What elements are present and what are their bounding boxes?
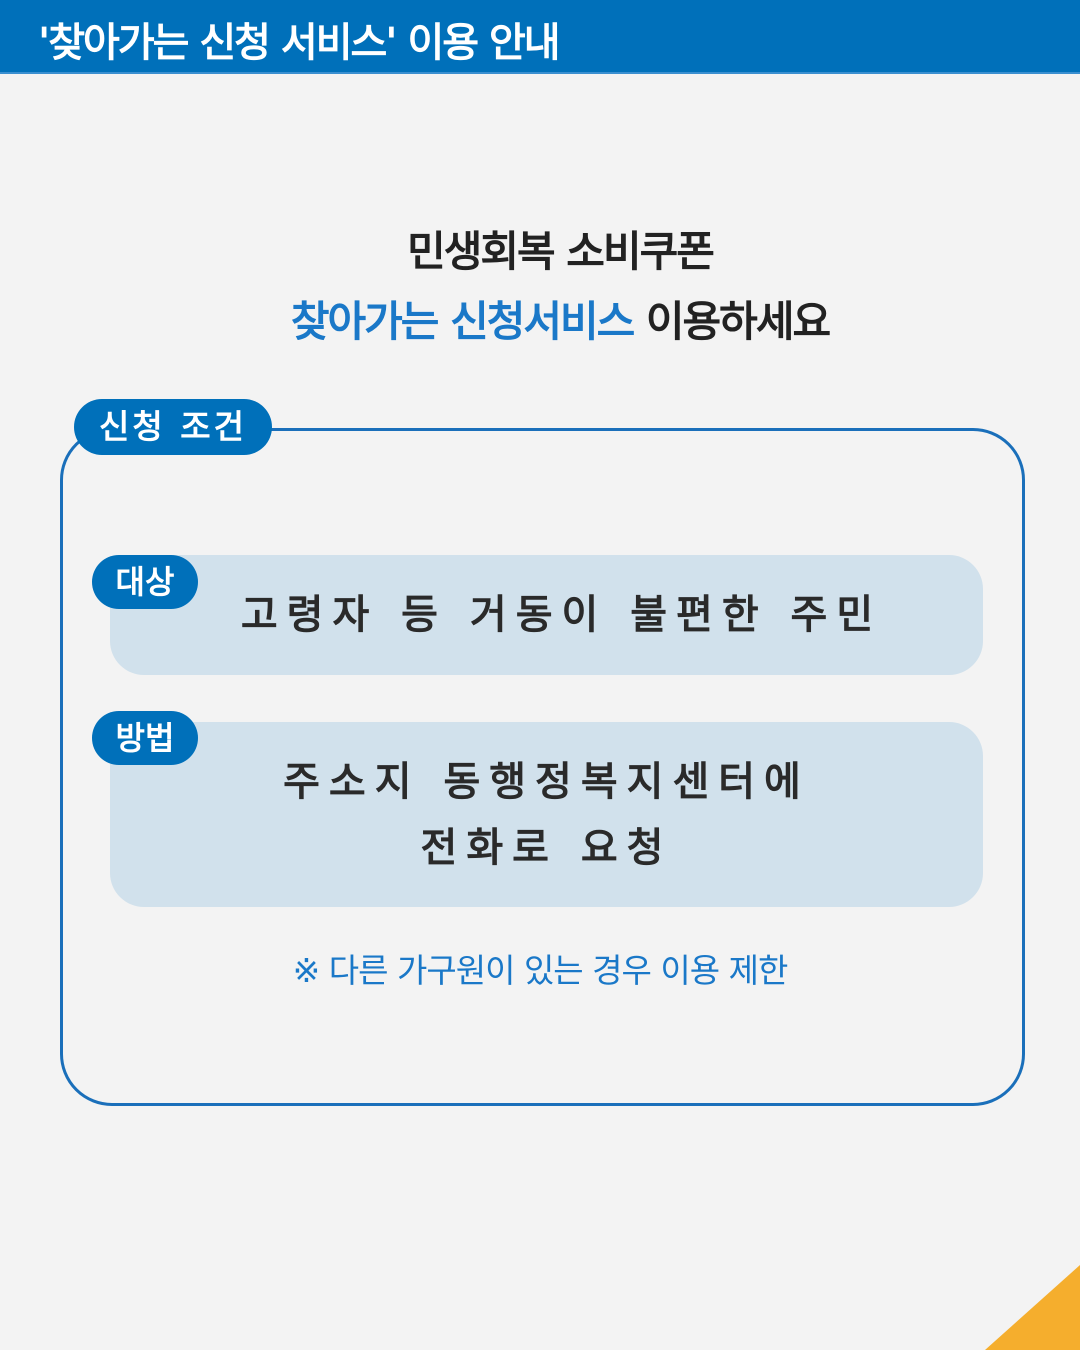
- header-title: '찾아가는 신청 서비스' 이용 안내: [38, 20, 561, 66]
- header-bar: '찾아가는 신청 서비스' 이용 안내: [0, 0, 1080, 74]
- headline-line2: 찾아가는 신청서비스 이용하세요: [0, 288, 1080, 349]
- headline-line1: 민생회복 소비쿠폰: [407, 227, 715, 276]
- target-text: 고령자 등 거동이 불편한 주민: [240, 592, 883, 638]
- method-tag: 방법: [92, 711, 198, 765]
- method-text-line2: 전화로 요청: [420, 824, 673, 871]
- target-card: 고령자 등 거동이 불편한 주민: [110, 555, 983, 675]
- conditions-box: [60, 428, 1025, 1106]
- headline-highlight: 찾아가는 신청서비스: [290, 297, 635, 346]
- conditions-label: 신청 조건: [74, 399, 272, 455]
- target-tag: 대상: [92, 555, 198, 609]
- restriction-note: ※ 다른 가구원이 있는 경우 이용 제한: [292, 951, 789, 990]
- headline-rest: 이용하세요: [633, 297, 831, 346]
- method-card: 주소지 동행정복지센터에 전화로 요청: [110, 722, 983, 907]
- method-text-line1: 주소지 동행정복지센터에: [283, 758, 810, 805]
- corner-decoration: [985, 1265, 1080, 1350]
